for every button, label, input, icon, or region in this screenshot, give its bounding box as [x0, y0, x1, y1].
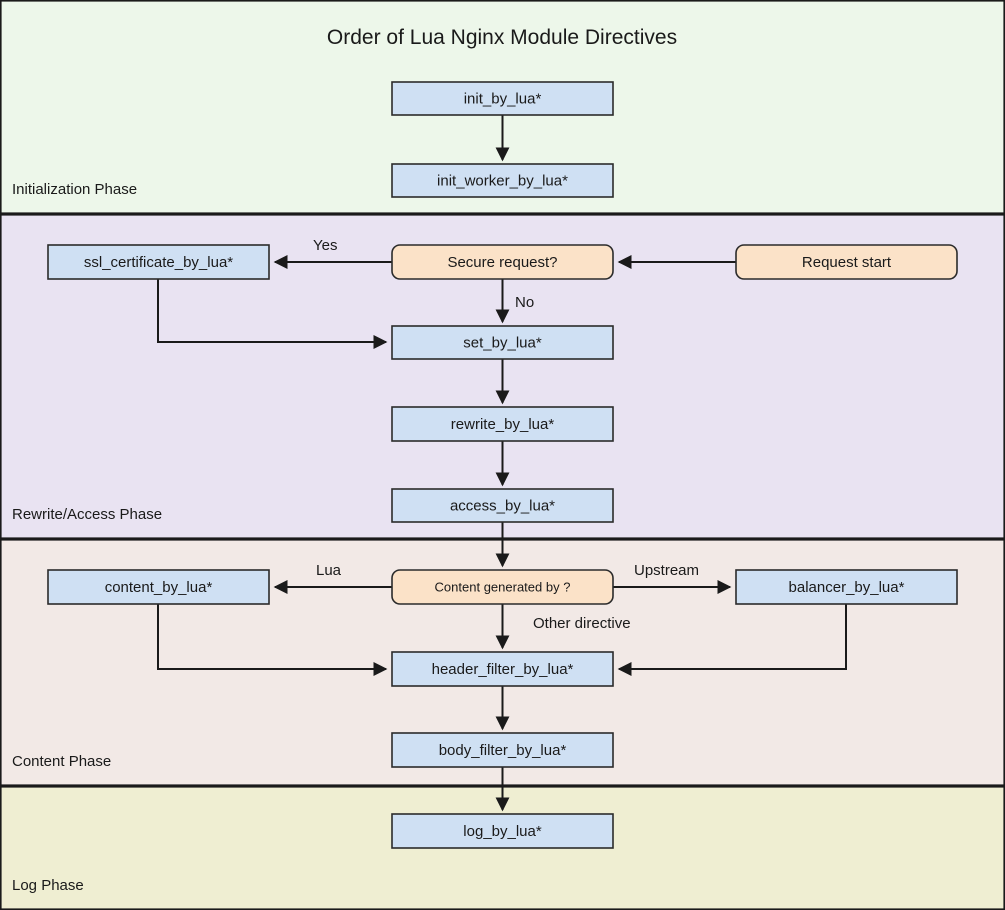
- node-init_worker_by_lua[interactable]: init_worker_by_lua*: [391, 163, 614, 198]
- edge-label-e9: Lua: [316, 562, 342, 579]
- node-box-log_by_lua[interactable]: [391, 813, 614, 849]
- node-content_generated[interactable]: Content generated by ?: [391, 569, 614, 605]
- swimlane-label-init: Initialization Phase: [12, 181, 137, 198]
- node-request_start[interactable]: Request start: [735, 244, 958, 280]
- node-ssl_certificate[interactable]: ssl_certificate_by_lua*: [47, 244, 270, 280]
- node-box-secure_request[interactable]: [391, 244, 614, 280]
- node-label-request_start: Request start: [802, 254, 892, 271]
- node-secure_request[interactable]: Secure request?: [391, 244, 614, 280]
- node-box-content_by_lua[interactable]: [47, 569, 270, 605]
- node-label-balancer_by_lua: balancer_by_lua*: [789, 579, 905, 596]
- edge-label-e3: Yes: [313, 237, 337, 254]
- node-access_by_lua[interactable]: access_by_lua*: [391, 488, 614, 523]
- edges-layer: [157, 115, 847, 812]
- edge-ssl_certificate-to-set_by_lua: [157, 279, 388, 349]
- node-log_by_lua[interactable]: log_by_lua*: [391, 813, 614, 849]
- node-set_by_lua[interactable]: set_by_lua*: [391, 325, 614, 360]
- node-label-rewrite_by_lua: rewrite_by_lua*: [451, 416, 555, 433]
- node-label-set_by_lua: set_by_lua*: [463, 334, 542, 351]
- node-init_by_lua[interactable]: init_by_lua*: [391, 81, 614, 116]
- node-box-request_start[interactable]: [735, 244, 958, 280]
- node-label-secure_request: Secure request?: [447, 254, 557, 271]
- node-body_filter[interactable]: body_filter_by_lua*: [391, 732, 614, 768]
- edge-label-e11: Other directive: [533, 615, 631, 632]
- node-label-body_filter: body_filter_by_lua*: [439, 742, 567, 759]
- edge-label-e4: No: [515, 294, 534, 311]
- node-box-header_filter[interactable]: [391, 651, 614, 687]
- node-label-access_by_lua: access_by_lua*: [450, 497, 555, 514]
- node-box-body_filter[interactable]: [391, 732, 614, 768]
- node-header_filter[interactable]: header_filter_by_lua*: [391, 651, 614, 687]
- edge-label-e10: Upstream: [634, 562, 699, 579]
- node-label-ssl_certificate: ssl_certificate_by_lua*: [84, 254, 233, 271]
- swimlane-label-rewrite: Rewrite/Access Phase: [12, 506, 162, 523]
- node-content_by_lua[interactable]: content_by_lua*: [47, 569, 270, 605]
- node-label-content_by_lua: content_by_lua*: [105, 579, 213, 596]
- node-label-log_by_lua: log_by_lua*: [463, 823, 542, 840]
- node-box-balancer_by_lua[interactable]: [735, 569, 958, 605]
- node-box-set_by_lua[interactable]: [391, 325, 614, 360]
- node-rewrite_by_lua[interactable]: rewrite_by_lua*: [391, 406, 614, 442]
- node-label-content_generated: Content generated by ?: [435, 579, 571, 594]
- node-box-ssl_certificate[interactable]: [47, 244, 270, 280]
- edge-content_by_lua-to-header_filter: [157, 604, 388, 676]
- node-box-init_by_lua[interactable]: [391, 81, 614, 116]
- swimlane-label-content: Content Phase: [12, 753, 111, 770]
- swimlane-label-log: Log Phase: [12, 877, 84, 894]
- node-label-init_worker_by_lua: init_worker_by_lua*: [437, 172, 568, 189]
- page-title: Order of Lua Nginx Module Directives: [327, 26, 677, 49]
- node-box-init_worker_by_lua[interactable]: [391, 163, 614, 198]
- node-balancer_by_lua[interactable]: balancer_by_lua*: [735, 569, 958, 605]
- node-box-rewrite_by_lua[interactable]: [391, 406, 614, 442]
- node-box-content_generated[interactable]: [391, 569, 614, 605]
- nodes-layer: init_by_lua* init_worker_by_lua* Request s…: [47, 81, 958, 849]
- node-label-header_filter: header_filter_by_lua*: [432, 661, 574, 678]
- node-box-access_by_lua[interactable]: [391, 488, 614, 523]
- node-label-init_by_lua: init_by_lua*: [464, 90, 542, 107]
- edge-balancer_by_lua-to-header_filter: [617, 604, 847, 676]
